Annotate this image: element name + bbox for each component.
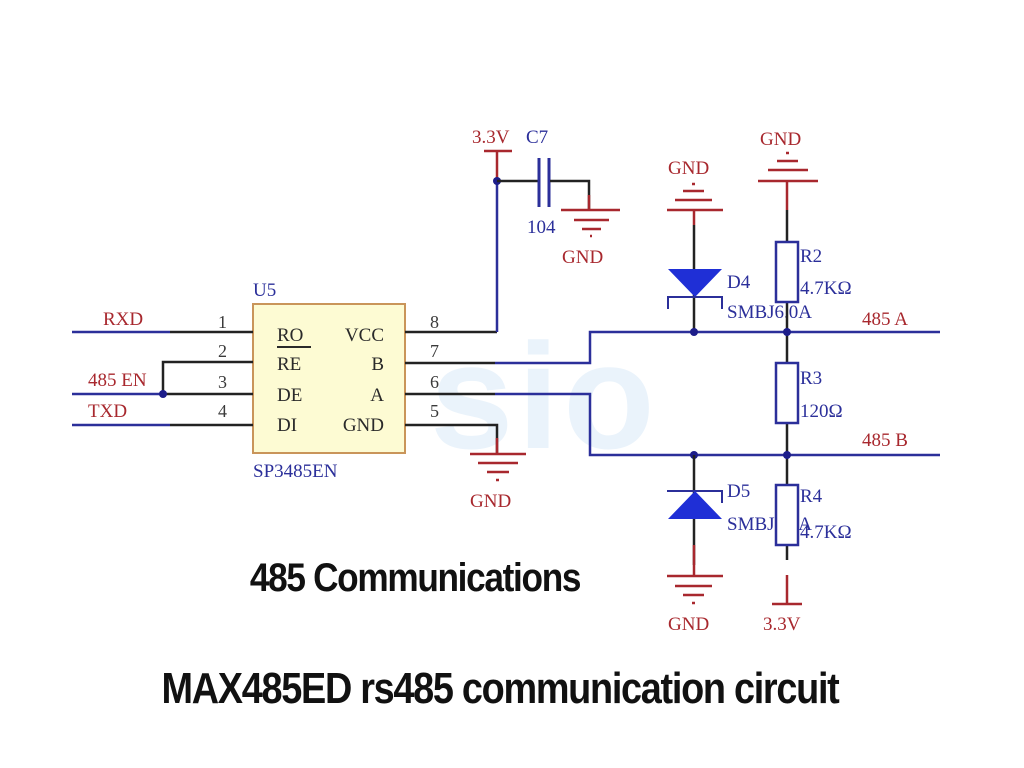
r2-ref: R2	[800, 246, 822, 267]
pin-num-4: 4	[218, 401, 227, 421]
d5-diode-icon	[668, 491, 722, 519]
r3-value: 120Ω	[800, 401, 843, 422]
pin-num-5: 5	[430, 401, 439, 421]
watermark: sio	[430, 312, 659, 480]
r4-value: 4.7KΩ	[800, 522, 852, 543]
junction-r-b	[783, 451, 791, 459]
pin-num-2: 2	[218, 341, 227, 361]
pin-num-8: 8	[430, 312, 439, 332]
left-wires	[72, 330, 253, 427]
net-485b: 485 B	[862, 430, 908, 451]
junction-en	[159, 390, 167, 398]
d4-ground-label: GND	[668, 158, 709, 179]
d4-tvs-bar	[667, 296, 723, 309]
caption-title: 485 Communications	[249, 556, 582, 600]
pin-num-6: 6	[430, 372, 439, 392]
pin-name-re: RE	[277, 354, 301, 375]
capacitor-icon	[497, 158, 591, 209]
pin-name-b: B	[371, 354, 384, 375]
pin-num-7: 7	[430, 341, 439, 361]
r4-supply-icon	[772, 575, 802, 606]
pin-num-3: 3	[218, 372, 227, 392]
ic-ground-icon	[470, 438, 526, 482]
ic-body	[252, 303, 406, 454]
r4-rail-label: 3.3V	[763, 614, 801, 635]
r3-ref: R3	[800, 368, 822, 389]
cap-ground-icon	[561, 195, 620, 238]
r2-value: 4.7KΩ	[800, 278, 852, 299]
d5-ref: D5	[727, 481, 750, 502]
pin-name-gnd: GND	[343, 415, 384, 436]
r3-resistor-icon	[774, 361, 800, 425]
ic-ground-label: GND	[470, 491, 511, 512]
r4-resistor-icon	[774, 483, 800, 547]
d4-ref: D4	[727, 272, 751, 293]
ic-part: SP3485EN	[253, 461, 338, 482]
right-wires	[405, 181, 940, 457]
cap-value: 104	[527, 217, 556, 238]
pin-name-di: DI	[277, 415, 297, 436]
pin-name-a: A	[370, 385, 384, 406]
cap-supply-label: 3.3V	[472, 127, 510, 148]
vcc-supply-icon	[484, 149, 512, 181]
net-txd: TXD	[88, 401, 127, 422]
d4-diode-icon	[668, 269, 722, 297]
r2-rail-label: GND	[760, 129, 801, 150]
net-485en: 485 EN	[88, 370, 147, 391]
r4-ref: R4	[800, 486, 823, 507]
d5-ground-label: GND	[668, 614, 709, 635]
net-485a: 485 A	[862, 309, 908, 330]
cap-ground-label: GND	[562, 247, 603, 268]
junction-r-a	[783, 328, 791, 336]
d5-ground-icon	[667, 545, 723, 605]
pin-name-de: DE	[277, 385, 302, 406]
pin-num-1: 1	[218, 312, 227, 332]
d4-ground-icon	[667, 182, 723, 225]
r2-resistor-icon	[774, 240, 800, 304]
r2-ground-icon	[758, 151, 818, 210]
net-rxd: RXD	[103, 309, 143, 330]
junction-d4-a	[690, 328, 698, 336]
pin-name-vcc: VCC	[345, 325, 384, 346]
cap-ref: C7	[526, 127, 548, 148]
ic-ref: U5	[253, 280, 276, 301]
pin-name-ro: RO	[277, 325, 303, 346]
caption-subtitle: MAX485ED rs485 communication circuit	[161, 664, 840, 713]
d4-part: SMBJ6.0A	[727, 302, 812, 323]
